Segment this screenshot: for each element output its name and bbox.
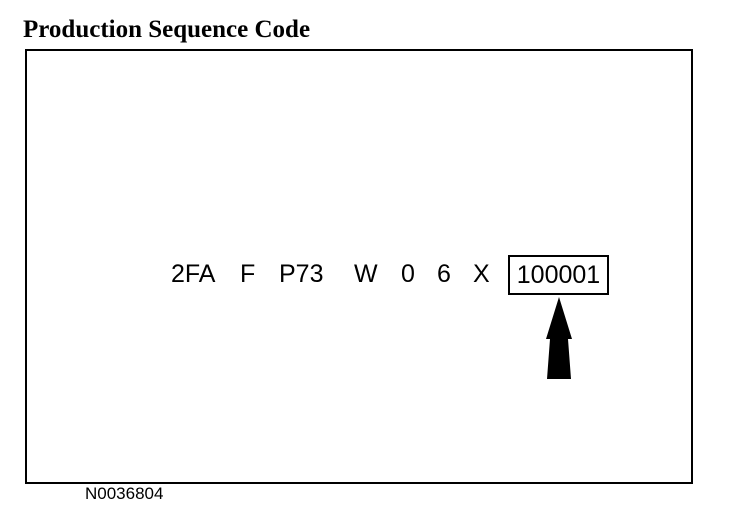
page-title: Production Sequence Code xyxy=(23,16,311,43)
vin-segment-plant: X xyxy=(473,260,490,288)
up-arrow-icon xyxy=(546,297,572,379)
vin-segment-restraint: F xyxy=(240,260,256,288)
vin-segment-wmi: 2FA xyxy=(171,260,216,288)
sequence-number-box: 100001 xyxy=(508,255,609,295)
vin-segment-model: P73 xyxy=(279,260,324,288)
vin-segment-check-digit: 0 xyxy=(401,260,415,288)
vin-segment-body: W xyxy=(354,260,378,288)
vin-segment-model-year: 6 xyxy=(437,260,451,288)
figure-id: N0036804 xyxy=(85,484,164,503)
figure-frame: 2FA F P73 W 0 6 X 100001 N0036804 xyxy=(25,49,693,503)
